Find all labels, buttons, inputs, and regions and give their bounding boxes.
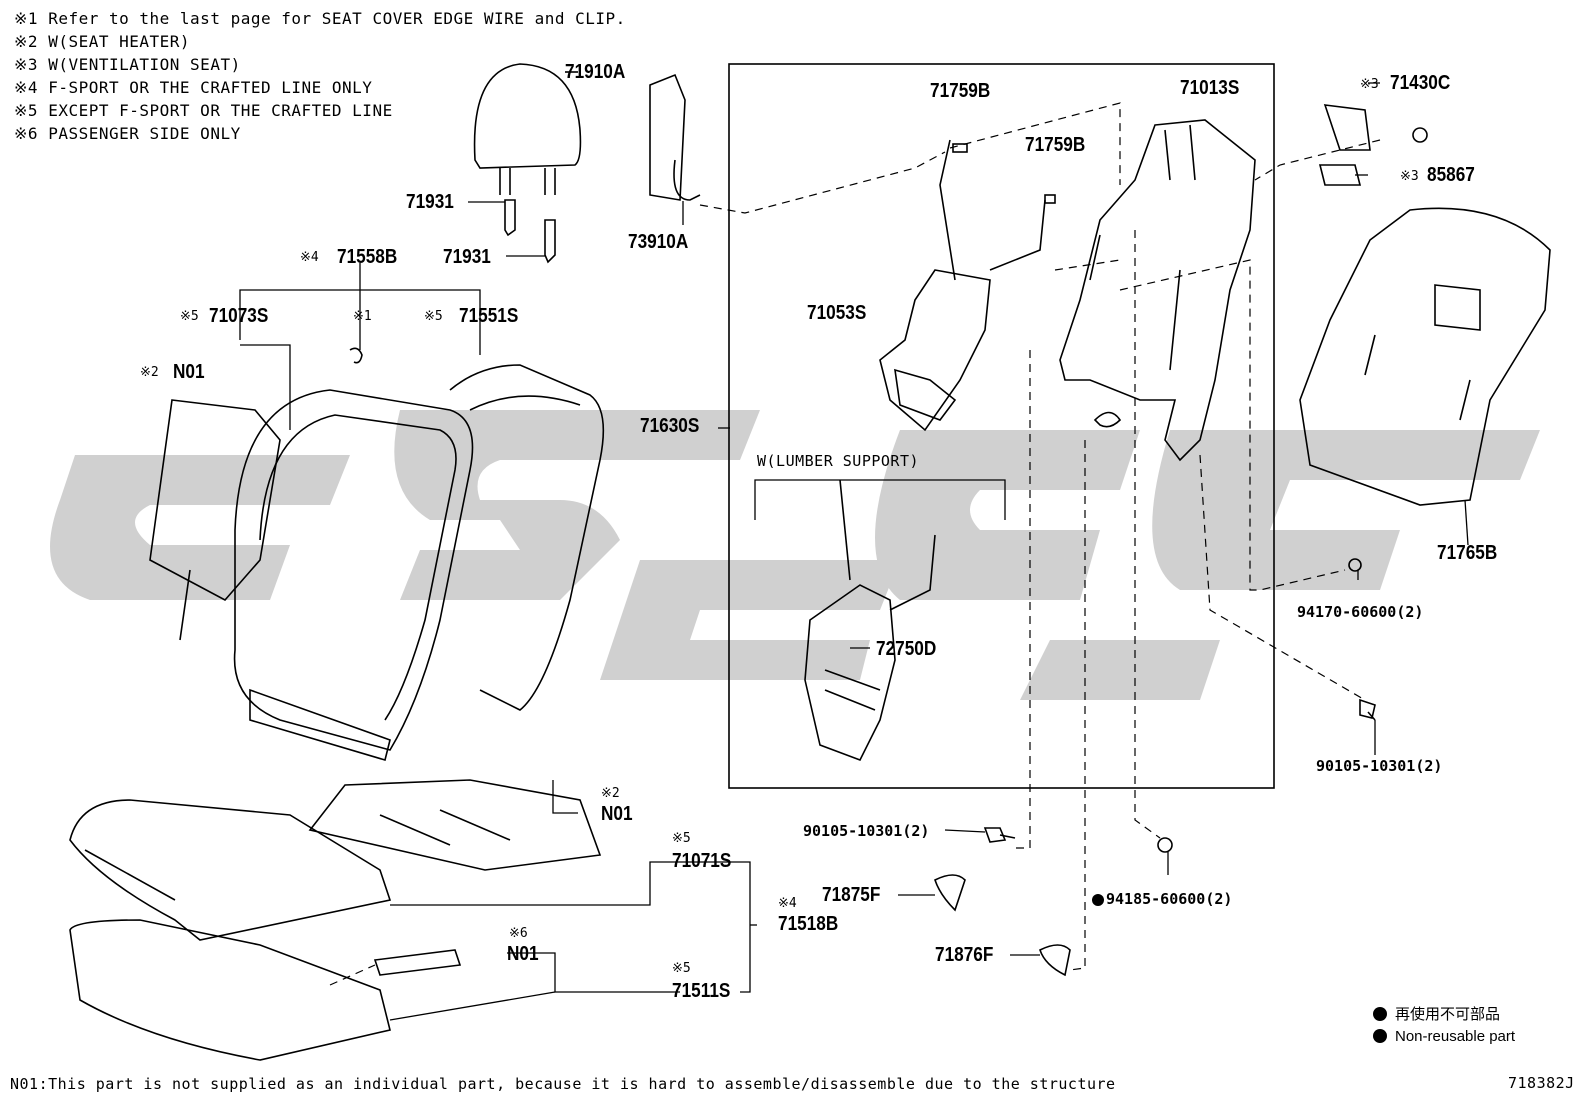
- non-reusable-dot: [1092, 894, 1104, 906]
- part-71430C: 71430C: [1390, 72, 1451, 94]
- mark-note5-b: ※5: [424, 309, 443, 324]
- part-71875F: 71875F: [822, 884, 881, 906]
- legend-dot-icon: [1373, 1029, 1387, 1043]
- part-94185-60600: 94185-60600(2): [1092, 890, 1232, 908]
- note-6: ※6 PASSENGER SIDE ONLY: [14, 124, 241, 143]
- note-4: ※4 F-SPORT OR THE CRAFTED LINE ONLY: [14, 78, 373, 97]
- part-N01-pad: N01: [601, 803, 633, 825]
- part-71910A: 71910A: [565, 61, 626, 83]
- part-N01-heater: N01: [173, 361, 205, 383]
- part-71073S: 71073S: [209, 305, 269, 327]
- legend-en: Non-reusable part: [1373, 1028, 1515, 1045]
- mark-note5-d: ※5: [672, 961, 691, 976]
- part-71511S: 71511S: [672, 980, 731, 1002]
- part-71071S: 71071S: [672, 850, 732, 872]
- mark-note6: ※6: [509, 926, 528, 941]
- part-71931-lower: 71931: [443, 246, 491, 268]
- mark-note4-b: ※4: [778, 896, 797, 911]
- note-5: ※5 EXCEPT F-SPORT OR THE CRAFTED LINE: [14, 101, 393, 120]
- mark-note1: ※1: [353, 309, 372, 324]
- note-3: ※3 W(VENTILATION SEAT): [14, 55, 241, 74]
- part-N01-block: N01: [507, 943, 539, 965]
- part-71630S: 71630S: [640, 415, 700, 437]
- mark-note2-a: ※2: [140, 365, 159, 380]
- part-71765B: 71765B: [1437, 542, 1498, 564]
- note-1: ※1 Refer to the last page for SEAT COVER…: [14, 9, 626, 28]
- part-71759B-lower: 71759B: [1025, 134, 1086, 156]
- part-90105-10301-left: 90105-10301(2): [803, 822, 930, 840]
- mark-note5-c: ※5: [672, 831, 691, 846]
- part-71759B-upper: 71759B: [930, 80, 991, 102]
- mark-note2-b: ※2: [601, 786, 620, 801]
- legend-dot-icon: [1373, 1007, 1387, 1021]
- part-72750D: 72750D: [876, 638, 937, 660]
- mark-note5-a: ※5: [180, 309, 199, 324]
- note-2: ※2 W(SEAT HEATER): [14, 32, 191, 51]
- part-71518B: 71518B: [778, 913, 839, 935]
- part-71931-upper: 71931: [406, 191, 454, 213]
- part-71013S: 71013S: [1180, 77, 1240, 99]
- mark-note4-a: ※4: [300, 250, 319, 265]
- mark-note3-b: ※3: [1400, 169, 1419, 184]
- part-94170-60600: 94170-60600(2): [1297, 603, 1424, 621]
- diagram-id: 718382J: [1508, 1074, 1575, 1092]
- mark-note3-a: ※3: [1360, 77, 1379, 92]
- watermark-logo: [50, 410, 1540, 700]
- part-73910A: 73910A: [628, 231, 689, 253]
- part-90105-10301-right: 90105-10301(2): [1316, 757, 1443, 775]
- part-85867: 85867: [1427, 164, 1475, 186]
- legend-jp: 再使用不可部品: [1373, 1003, 1500, 1024]
- part-71876F: 71876F: [935, 944, 994, 966]
- footer-note: N01:This part is not supplied as an indi…: [10, 1075, 1116, 1093]
- part-71558B: 71558B: [337, 246, 398, 268]
- lumbar-support-note: W(LUMBER SUPPORT): [757, 452, 920, 470]
- part-71053S: 71053S: [807, 302, 867, 324]
- part-71551S: 71551S: [459, 305, 519, 327]
